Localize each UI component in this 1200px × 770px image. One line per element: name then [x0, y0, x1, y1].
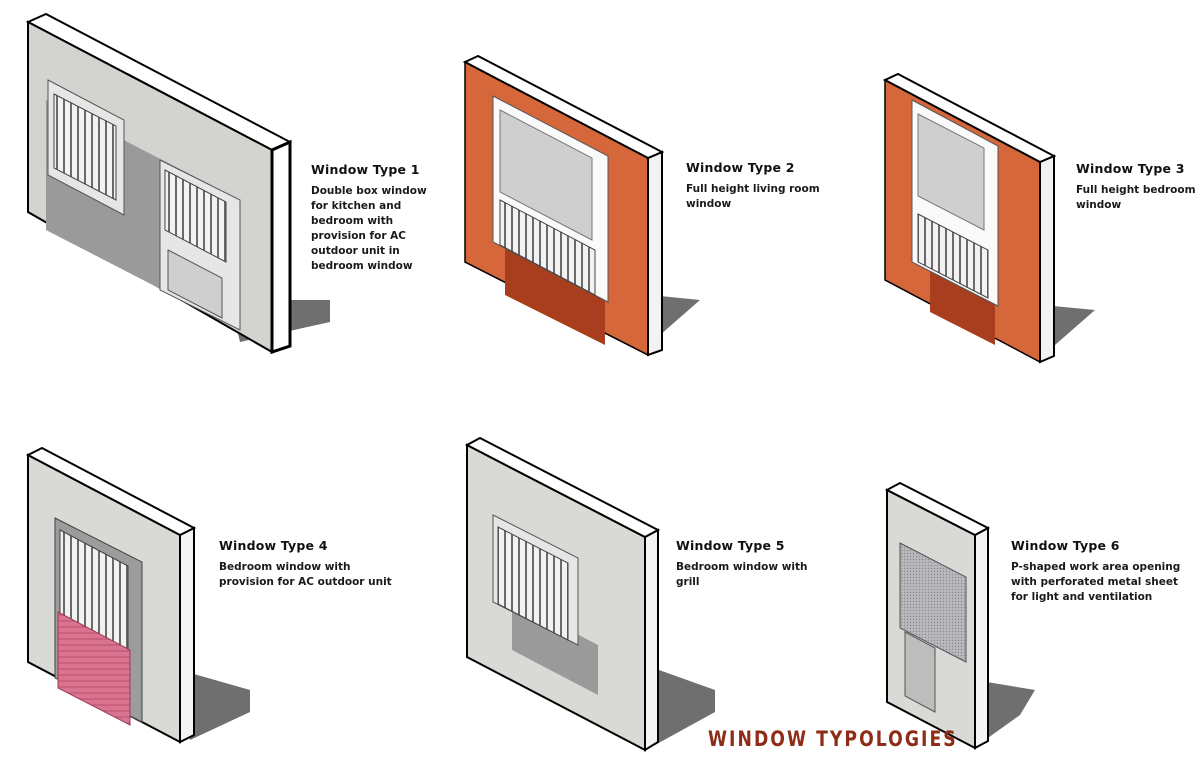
balcony-railing: [499, 199, 596, 296]
window-type-title: Window Type 3: [1076, 161, 1185, 176]
wall-side: [1039, 154, 1055, 364]
window-glazing: [917, 113, 985, 231]
kitchen-window-grille: [53, 93, 117, 201]
window-type-5-drawing: [464, 436, 715, 752]
window-type-6-drawing: [884, 481, 1035, 750]
bedroom-window-grille: [164, 169, 227, 263]
window-type-title: Window Type 4: [219, 538, 328, 553]
window-glazing: [499, 109, 593, 241]
wall-side: [179, 526, 195, 744]
window-type-description: Bedroom window with provision for AC out…: [219, 561, 392, 588]
window-type-6-label: Window Type 6 P-shaped work area opening…: [1011, 538, 1186, 605]
shadow: [645, 665, 715, 745]
wall-side: [270, 139, 292, 355]
balcony-railing: [917, 213, 989, 299]
window-type-1-drawing: [25, 12, 330, 355]
window-type-description: Bedroom window with grill: [676, 561, 808, 588]
opening-lower: [904, 631, 936, 713]
wall-side: [647, 150, 663, 357]
window-type-2-label: Window Type 2 Full height living room wi…: [686, 160, 836, 212]
window-type-4-label: Window Type 4 Bedroom window with provis…: [219, 538, 404, 590]
window-type-description: Full height living room window: [686, 183, 820, 210]
perforated-metal-sheet: [899, 542, 967, 663]
window-type-1-label: Window Type 1 Double box window for kitc…: [311, 162, 441, 274]
wall-side: [644, 528, 659, 752]
window-shadow: [512, 600, 598, 695]
window-type-description: Full height bedroom window: [1076, 184, 1196, 211]
diagram-title: WINDOW TYPOLOGIES: [708, 727, 958, 751]
window-type-title: Window Type 1: [311, 162, 420, 177]
window-type-3-label: Window Type 3 Full height bedroom window: [1076, 161, 1198, 213]
wall-top-edge: [884, 481, 991, 537]
window-type-5-label: Window Type 5 Bedroom window with grill: [676, 538, 816, 590]
window-type-title: Window Type 5: [676, 538, 785, 553]
window-type-3-drawing: [882, 72, 1095, 364]
wall-top-edge: [25, 446, 197, 537]
window-type-4-drawing: [25, 446, 250, 744]
window-type-2-drawing: [462, 54, 700, 357]
wall-side: [974, 526, 989, 750]
wall-top-edge: [464, 436, 661, 539]
window-type-title: Window Type 2: [686, 160, 795, 175]
shadow: [975, 680, 1035, 740]
window-grille: [497, 526, 569, 641]
wall-top-edge: [462, 54, 665, 160]
shadow: [180, 670, 250, 740]
window-type-description: Double box window for kitchen and bedroo…: [311, 185, 427, 272]
window-shadow: [930, 260, 995, 345]
ac-outdoor-unit: [167, 249, 223, 319]
window-type-description: P-shaped work area opening with perforat…: [1011, 561, 1181, 603]
window-shadow: [505, 240, 605, 345]
wall-top-edge: [882, 72, 1057, 164]
ac-unit-screen: [57, 611, 131, 726]
window-type-title: Window Type 6: [1011, 538, 1120, 553]
